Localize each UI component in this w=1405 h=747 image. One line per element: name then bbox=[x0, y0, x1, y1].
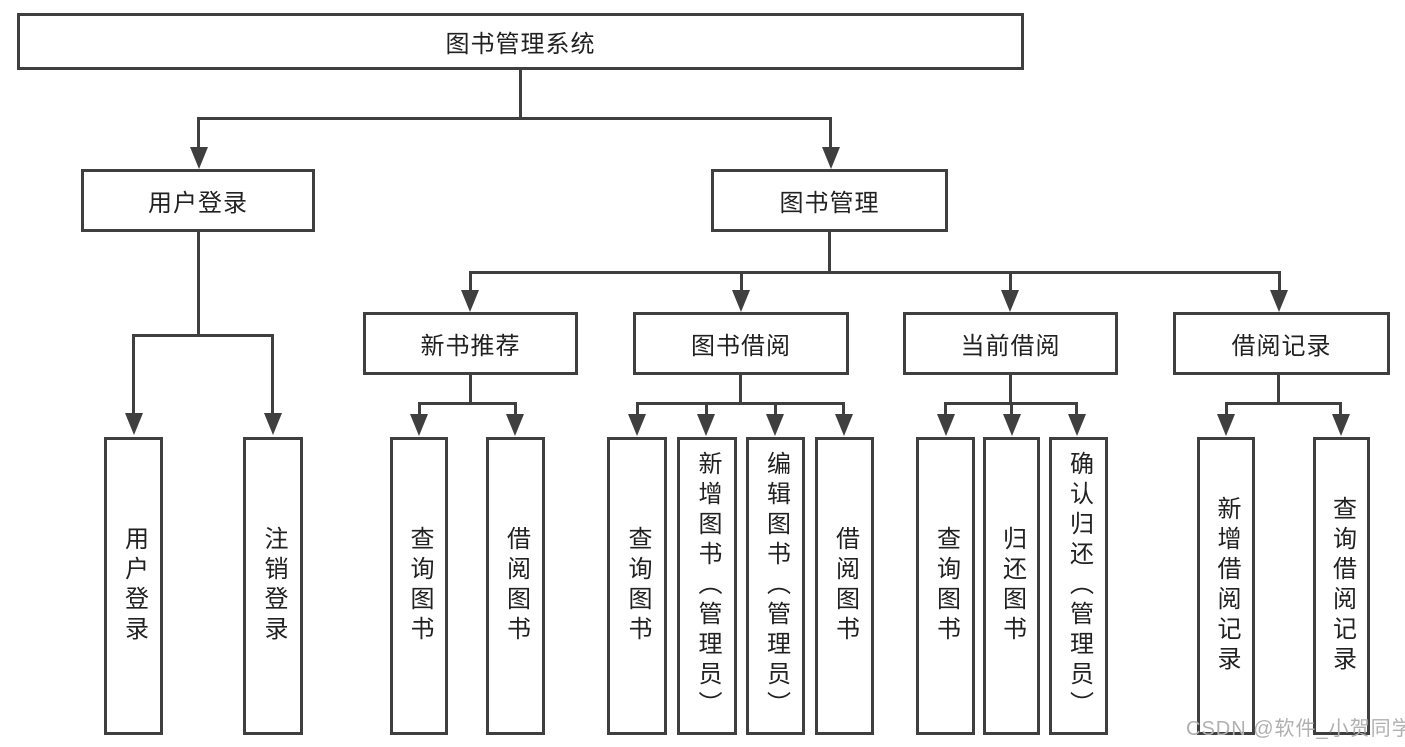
node-label: 注销登录 bbox=[260, 526, 287, 646]
arrowhead-down bbox=[1068, 414, 1086, 436]
node-add-books-admin-leaf: 新增图书（管理员） bbox=[677, 437, 737, 735]
connector-line bbox=[1225, 402, 1228, 415]
arrowhead-down bbox=[1217, 414, 1235, 436]
connector-line bbox=[469, 375, 472, 405]
node-label: 借阅图书 bbox=[831, 526, 859, 646]
connector-line bbox=[418, 402, 421, 415]
connector-line bbox=[197, 117, 832, 120]
node-label: 新增图书（管理员） bbox=[694, 451, 721, 721]
arrowhead-down bbox=[697, 414, 715, 436]
node-edit-books-admin-leaf: 编辑图书（管理员） bbox=[746, 437, 805, 735]
arrowhead-down bbox=[190, 147, 208, 169]
node-label: 当前借阅 bbox=[960, 333, 1061, 360]
node-label: 图书管理 bbox=[779, 190, 880, 217]
node-label: 用户登录 bbox=[148, 190, 248, 217]
arrowhead-down bbox=[1001, 290, 1019, 312]
connector-line bbox=[469, 271, 472, 291]
node-current-borrow: 当前借阅 bbox=[903, 312, 1118, 375]
connector-line bbox=[828, 232, 831, 274]
node-borrow-records: 借阅记录 bbox=[1173, 312, 1390, 375]
node-label: 新增借阅记录 bbox=[1213, 496, 1240, 676]
connector-line bbox=[197, 117, 200, 148]
connector-line bbox=[842, 402, 845, 415]
node-label: 查询图书 bbox=[406, 526, 433, 646]
node-query-books-leaf: 查询图书 bbox=[916, 437, 975, 735]
node-label: 用户登录 bbox=[120, 526, 148, 646]
connector-line bbox=[705, 402, 708, 415]
arrowhead-down bbox=[822, 147, 840, 169]
node-label: 查询借阅记录 bbox=[1328, 496, 1356, 676]
csdn-watermark: CSDN @软件_小贺同学 bbox=[1186, 718, 1405, 740]
node-label: 借阅记录 bbox=[1231, 333, 1332, 360]
node-label: 图书管理系统 bbox=[445, 31, 596, 58]
connector-line bbox=[197, 232, 200, 337]
node-label: 归还图书 bbox=[998, 526, 1026, 646]
connector-line bbox=[519, 70, 522, 120]
node-borrow-books-leaf: 借阅图书 bbox=[486, 437, 545, 735]
node-return-books-leaf: 归还图书 bbox=[983, 437, 1040, 735]
node-label: 确认归还（管理员） bbox=[1065, 451, 1093, 721]
connector-line bbox=[514, 402, 517, 415]
connector-line bbox=[1009, 271, 1012, 291]
connector-line bbox=[774, 402, 777, 415]
connector-line bbox=[469, 271, 1281, 274]
node-query-books-leaf: 查询图书 bbox=[390, 437, 448, 735]
connector-line bbox=[1010, 402, 1013, 415]
arrowhead-down bbox=[732, 290, 750, 312]
connector-line bbox=[132, 334, 274, 337]
node-query-borrow-record-leaf: 查询借阅记录 bbox=[1313, 437, 1370, 735]
arrowhead-down bbox=[125, 413, 143, 435]
node-book-borrow: 图书借阅 bbox=[633, 312, 849, 375]
node-label: 编辑图书（管理员） bbox=[762, 451, 790, 721]
connector-line bbox=[1339, 402, 1342, 415]
connector-line bbox=[1277, 375, 1280, 405]
connector-line bbox=[418, 402, 517, 405]
node-user-login-leaf: 用户登录 bbox=[104, 437, 163, 735]
arrowhead-down bbox=[410, 414, 428, 436]
node-user-login-branch: 用户登录 bbox=[81, 169, 315, 232]
connector-line bbox=[132, 334, 135, 414]
connector-line bbox=[636, 402, 845, 405]
node-query-books-leaf: 查询图书 bbox=[607, 437, 667, 735]
connector-line bbox=[271, 334, 274, 414]
node-add-borrow-record-leaf: 新增借阅记录 bbox=[1197, 437, 1255, 735]
arrowhead-down bbox=[628, 414, 646, 436]
connector-line bbox=[1225, 402, 1342, 405]
connector-line bbox=[1075, 402, 1078, 415]
connector-line bbox=[636, 402, 639, 415]
node-label: 查询图书 bbox=[624, 526, 651, 646]
arrowhead-down bbox=[1003, 414, 1021, 436]
arrowhead-down bbox=[264, 413, 282, 435]
node-new-book-recommend: 新书推荐 bbox=[363, 312, 578, 375]
arrowhead-down bbox=[1332, 414, 1350, 436]
node-label: 查询图书 bbox=[932, 526, 960, 646]
arrowhead-down bbox=[937, 414, 955, 436]
arrowhead-down bbox=[1270, 290, 1288, 312]
arrowhead-down bbox=[766, 414, 784, 436]
node-confirm-return-admin-leaf: 确认归还（管理员） bbox=[1049, 437, 1108, 735]
node-root-library-system: 图书管理系统 bbox=[17, 13, 1024, 70]
node-logout-leaf: 注销登录 bbox=[243, 437, 303, 735]
connector-line bbox=[944, 402, 947, 415]
connector-line bbox=[739, 375, 742, 405]
node-label: 新书推荐 bbox=[420, 333, 521, 360]
arrowhead-down bbox=[461, 290, 479, 312]
node-borrow-books-leaf: 借阅图书 bbox=[815, 437, 874, 735]
connector-line bbox=[1009, 375, 1012, 405]
node-label: 图书借阅 bbox=[691, 333, 791, 360]
connector-line bbox=[740, 271, 743, 291]
arrowhead-down bbox=[835, 414, 853, 436]
connector-line bbox=[1278, 271, 1281, 291]
connector-line bbox=[829, 117, 832, 148]
arrowhead-down bbox=[506, 414, 524, 436]
node-label: 借阅图书 bbox=[502, 526, 530, 646]
node-book-management-branch: 图书管理 bbox=[711, 169, 948, 232]
